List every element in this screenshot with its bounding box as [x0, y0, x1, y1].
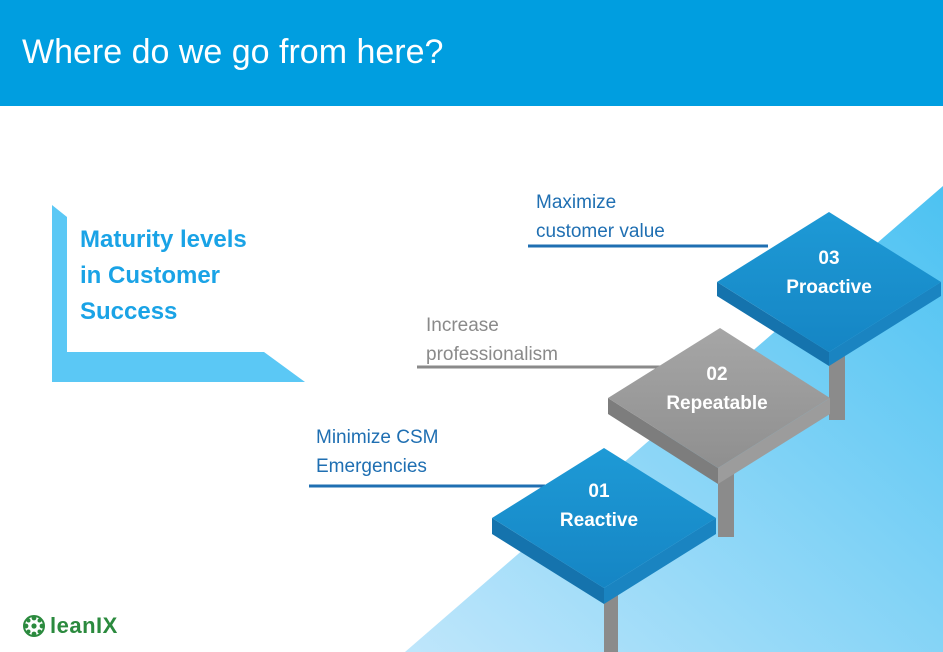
step-01-name: Reactive [560, 510, 638, 531]
step-03-block [717, 212, 941, 420]
step-02-name: Repeatable [666, 393, 767, 414]
step-03-label: Maximize customer value [536, 188, 665, 246]
step-03-label-line: Maximize [536, 192, 617, 213]
maturity-title-line: Success [80, 298, 178, 325]
maturity-levels-title: Maturity levels in Customer Success [80, 222, 247, 330]
step-01-label-line: Minimize CSM [316, 427, 439, 448]
step-02-label: Increase professionalism [426, 311, 558, 369]
step-01-label-line: Emergencies [316, 456, 427, 477]
step-01-label: Minimize CSM Emergencies [316, 423, 438, 481]
step-02-number: 02 [706, 364, 727, 385]
step-03-name: Proactive [786, 277, 872, 298]
header-bar: Where do we go from here? [0, 0, 943, 106]
step-02-label-line: Increase [426, 315, 499, 336]
maturity-bracket [52, 205, 305, 382]
step-01-block [492, 448, 716, 652]
step-03-label-line: customer value [536, 221, 665, 242]
maturity-title-line: Maturity levels [80, 226, 247, 253]
step-01-number: 01 [588, 481, 610, 502]
leanix-logo-icon [23, 615, 45, 637]
leanix-logo: leanIX [22, 611, 118, 641]
maturity-title-line: in Customer [80, 262, 221, 289]
step-02-label-line: professionalism [426, 344, 558, 365]
logo-text: leanIX [50, 613, 118, 638]
step-02-block [608, 328, 830, 537]
page-title: Where do we go from here? [22, 33, 444, 71]
step-03-number: 03 [818, 248, 839, 269]
